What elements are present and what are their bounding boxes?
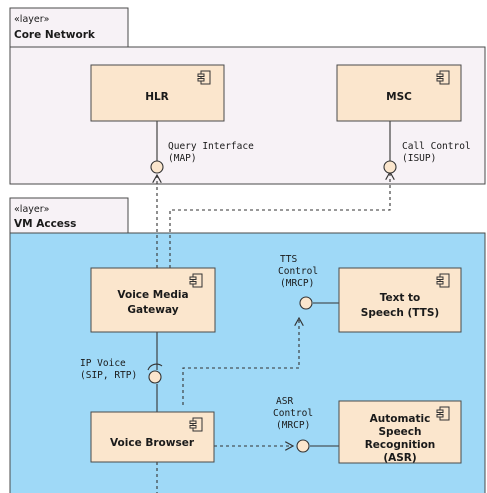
component-label-line2: Speech [378,426,421,438]
layer-core-network-tab [9,7,129,48]
ipvoice-interface-ball [148,370,162,384]
component-label-line1: Voice Media [117,289,188,301]
asr-interface-ball [296,439,310,453]
component-label-line1: Automatic [370,413,431,425]
component-label-line1: Text to [380,292,421,304]
interface-label-ipvoice: IP Voice (SIP, RTP) [80,358,137,381]
interface-label-line2: Control [278,266,318,277]
interface-label-query: Query Interface (MAP) [168,141,254,164]
component-msc[interactable]: MSC [336,64,462,122]
component-label-line4: (ASR) [383,452,416,464]
component-text-to-speech[interactable]: Text to Speech (TTS) [338,267,462,333]
tts-interface-ball [299,296,313,310]
interface-label-tts: TTS Control (MRCP) [278,254,318,289]
query-interface-ball [150,160,164,174]
call-interface-ball [383,160,397,174]
interface-label-line1: IP Voice [80,358,126,369]
dependency-vb-to-tts [182,318,299,405]
interface-label-line1: ASR [276,396,293,407]
component-label: HLR [145,91,169,103]
component-asr[interactable]: Automatic Speech Recognition (ASR) [338,400,462,464]
layer-name: VM Access [14,218,76,230]
interface-label-line2: Control [273,408,313,419]
ipvoice-socket [147,363,163,371]
interface-label-line3: (MRCP) [280,278,314,289]
interface-label-line2: (ISUP) [402,153,436,164]
component-hlr[interactable]: HLR [90,64,225,122]
layer-name: Core Network [14,29,96,41]
interface-label-call: Call Control (ISUP) [402,141,471,164]
dependency-vmg-to-call [169,172,390,268]
interface-label-line1: Call Control [402,141,471,152]
component-voice-media-gateway[interactable]: Voice Media Gateway [90,267,216,333]
interface-label-asr: ASR Control (MRCP) [273,396,313,431]
component-label: Voice Browser [110,437,195,449]
interface-label-line1: Query Interface [168,141,254,152]
interface-label-line2: (SIP, RTP) [80,370,137,381]
interface-label-line3: (MRCP) [276,420,310,431]
interface-label-line1: TTS [280,254,297,265]
layer-stereotype: «layer» [14,14,50,25]
component-label-line3: Recognition [365,439,436,451]
interface-label-line2: (MAP) [168,153,197,164]
component-label-line2: Speech (TTS) [361,307,439,319]
layer-vm-access-tab [9,197,129,234]
component-voice-browser[interactable]: Voice Browser [90,411,215,463]
component-label: MSC [386,91,412,103]
layer-stereotype: «layer» [14,204,50,215]
component-label-line2: Gateway [127,304,178,316]
